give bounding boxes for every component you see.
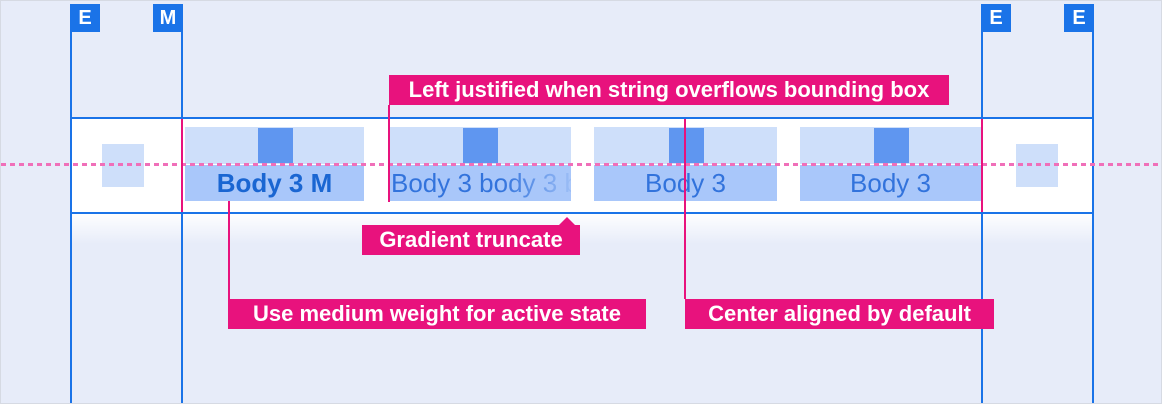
redline-tabs-right-edge: [981, 119, 983, 212]
tab-label: Body 3 M: [185, 165, 364, 201]
annotation-gradient-truncate: Gradient truncate: [362, 217, 580, 255]
guide-line-margin-left: [181, 32, 183, 403]
annotation-pointer-up-icon: [558, 217, 576, 226]
tab-label-gradient-text: Body 3 body 3 b: [391, 168, 571, 198]
redline-medium-weight: [228, 201, 230, 299]
annotation-left-justified: Left justified when string overflows bou…: [389, 75, 949, 105]
tab-icon-placeholder: [463, 128, 498, 163]
baseline-dashed-line: [1, 163, 1161, 166]
tab-label: Body 3 body 3 b: [389, 165, 571, 201]
guide-line-edge-right: [1092, 32, 1094, 403]
tab-item[interactable]: Body 3: [800, 127, 981, 201]
tab-icon-placeholder: [257, 128, 293, 163]
tab-item-active[interactable]: Body 3 M: [185, 127, 364, 201]
annotation-center-aligned: Center aligned by default: [685, 299, 994, 329]
redline-left-justified: [388, 105, 390, 202]
band-shadow-gradient: [72, 214, 1092, 244]
tab-label: Body 3: [800, 165, 981, 201]
annotation-gradient-truncate-text: Gradient truncate: [379, 227, 563, 252]
guide-line-edge-left: [70, 32, 72, 403]
redline-center-aligned: [684, 119, 686, 299]
marker-e-right: E: [1064, 4, 1094, 32]
tab-icon-placeholder: [873, 128, 909, 163]
marker-m: M: [153, 4, 183, 32]
redline-tabs-left-edge: [181, 119, 183, 212]
guide-line-edge-right-inner: [981, 32, 983, 403]
marker-e-left: E: [70, 4, 100, 32]
marker-e-right-inner: E: [981, 4, 1011, 32]
tab-item-truncated[interactable]: Body 3 body 3 b: [389, 127, 571, 201]
annotation-medium-weight: Use medium weight for active state: [228, 299, 646, 329]
tab-icon-placeholder: [668, 128, 704, 163]
